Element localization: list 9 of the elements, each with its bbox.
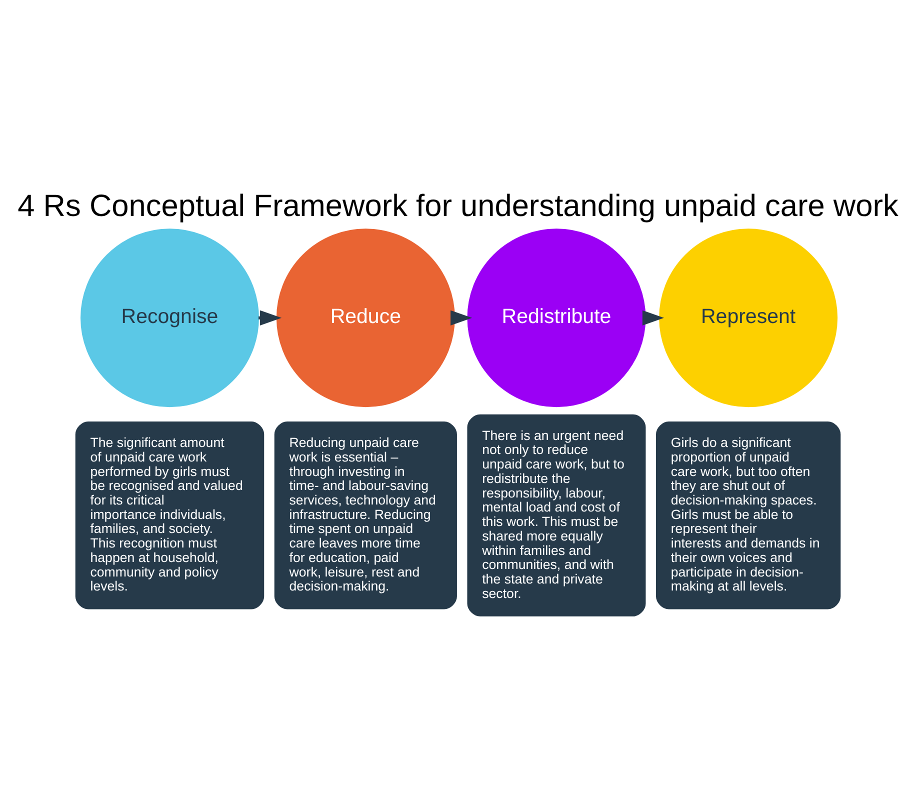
node-box: Reducing unpaid care work is essential – through investing in time- and labour-saving services, technology and infrastructure. Reducing time spent on unpaid care leaves more time for education, paid work, leisure, rest and decision-making. xyxy=(274,422,457,610)
arrow xyxy=(450,310,472,326)
node-circle: Represent xyxy=(659,228,838,408)
node-circle: Recognise xyxy=(80,228,259,408)
arrow xyxy=(642,310,664,326)
node-box: There is an urgent need not only to reduce unpaid care work, but to redistribute the responsibility, labour, mental load and cost of this work. This must be shared more equally within families and communities, and with the state and private sector. xyxy=(467,414,646,616)
node-box: Girls do a significant proportion of unpaid care work, but too often they are shut out of decision-making spaces. Girls must be able to represent their interests and demands in their own voices and participate in decision-making at all levels. xyxy=(656,422,841,610)
node-box: The significant amount of unpaid care work performed by girls must be recognised and valued for its critical importance individuals, families, and society. This recognition must happen at household, community and policy levels. xyxy=(75,422,264,610)
diagram-title: 4 Rs Conceptual Framework for understanding unpaid care work xyxy=(18,188,898,223)
